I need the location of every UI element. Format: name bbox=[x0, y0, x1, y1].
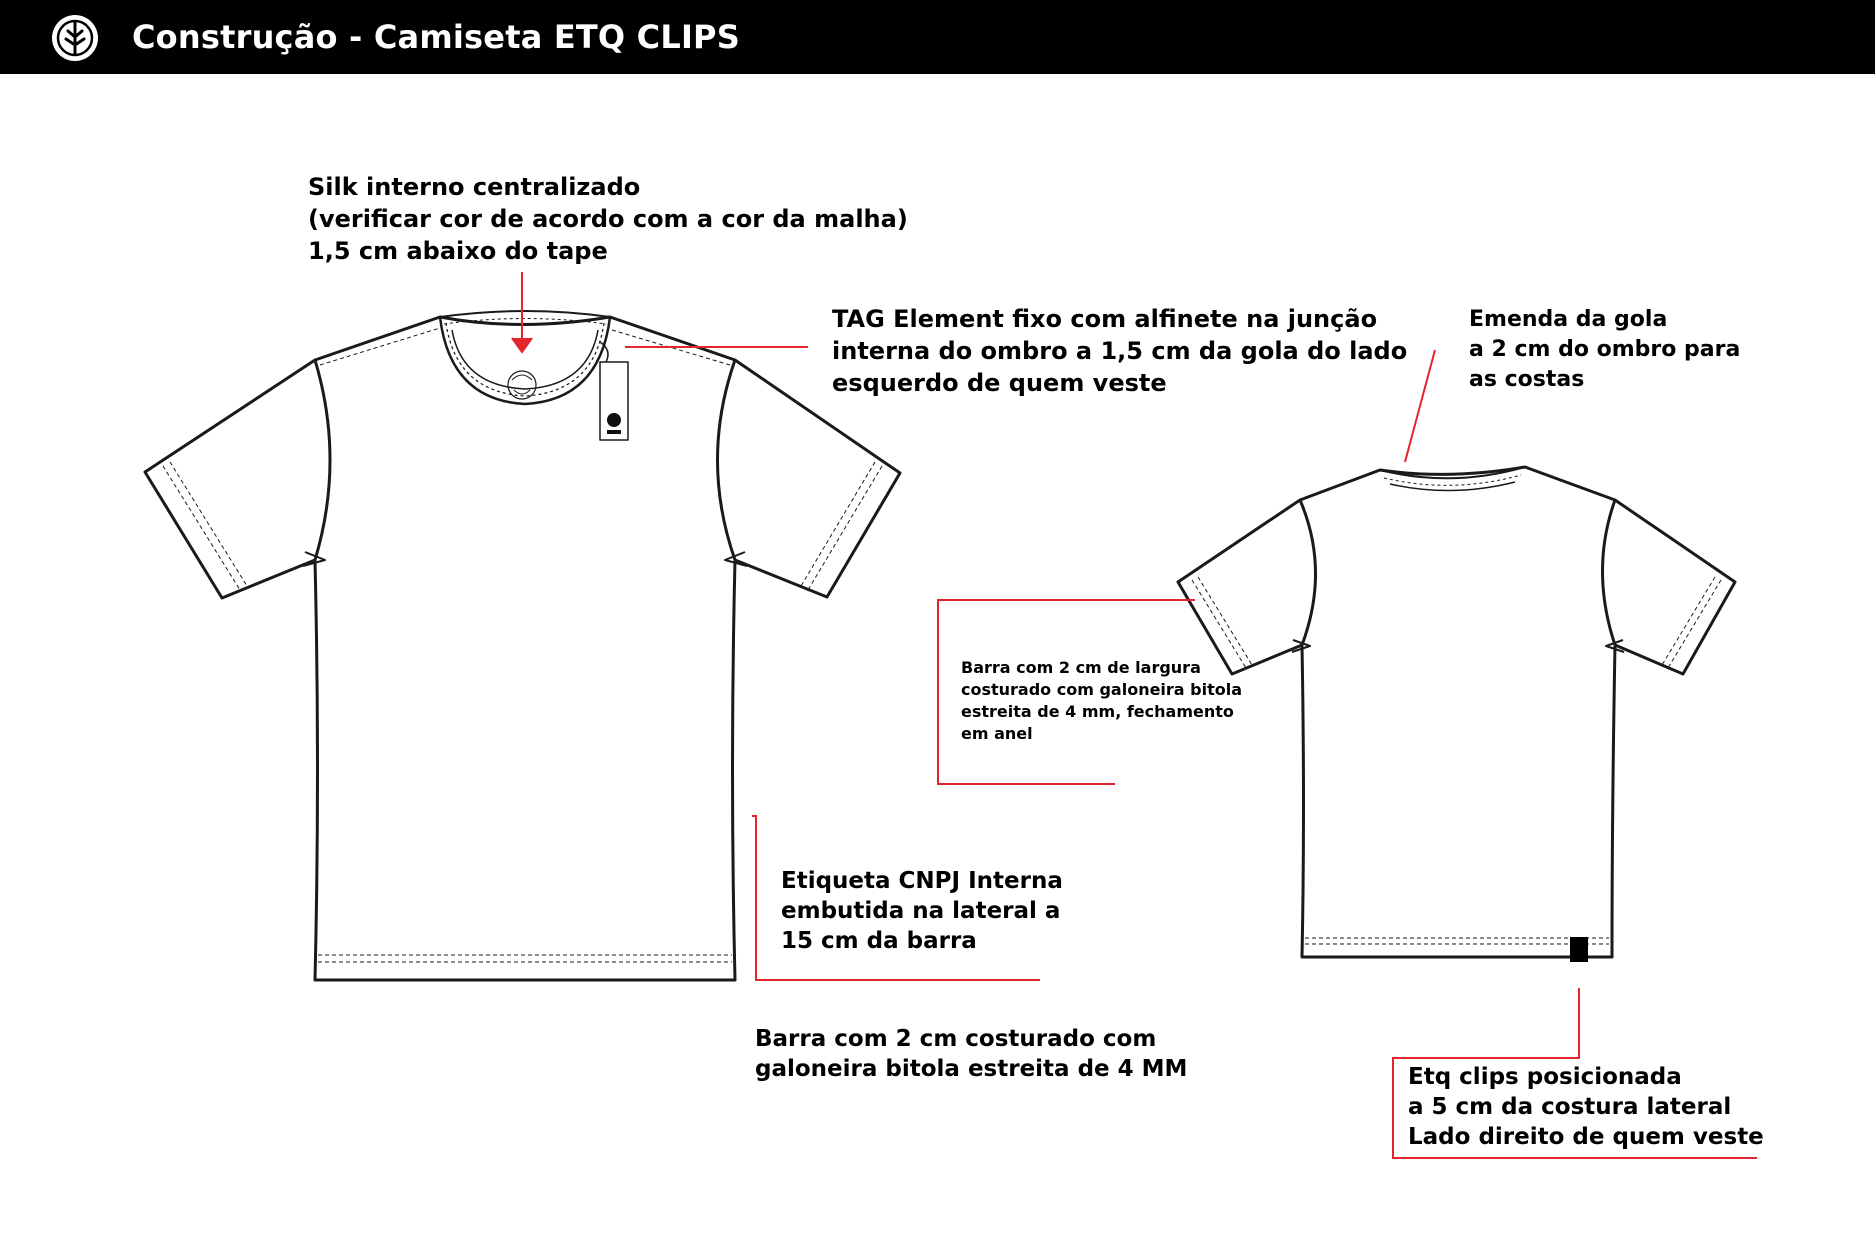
tag-line-3: esquerdo de quem veste bbox=[832, 369, 1167, 397]
silk-line-2: (verificar cor de acordo com a cor da ma… bbox=[308, 205, 908, 233]
body-hem-line-2: galoneira bitola estreita de 4 MM bbox=[755, 1056, 1188, 1082]
body-hem-annotation: Barra com 2 cm costurado com galoneira b… bbox=[755, 1024, 1187, 1084]
silk-line-1: Silk interno centralizado bbox=[308, 173, 641, 201]
cnpj-line-1: Etiqueta CNPJ Interna bbox=[781, 868, 1063, 894]
silk-line-3: 1,5 cm abaixo do tape bbox=[308, 237, 608, 265]
back-tshirt bbox=[1176, 465, 1737, 959]
sleeve-hem-line-1: Barra com 2 cm de largura bbox=[961, 658, 1201, 677]
cnpj-line-3: 15 cm da barra bbox=[781, 928, 977, 954]
collar-seam-line-1: Emenda da gola bbox=[1469, 307, 1668, 332]
clips-line-3: Lado direito de quem veste bbox=[1408, 1124, 1764, 1150]
collar-seam-line-3: as costas bbox=[1469, 367, 1585, 392]
front-tshirt bbox=[143, 310, 902, 982]
element-tree-logo-icon bbox=[52, 15, 98, 61]
clips-line-1: Etq clips posicionada bbox=[1408, 1064, 1682, 1090]
sleeve-hem-line-4: em anel bbox=[961, 724, 1033, 743]
annotation-lines bbox=[511, 272, 1757, 1159]
cnpj-line-2: embutida na lateral a bbox=[781, 898, 1061, 924]
hang-tag-icon bbox=[599, 341, 629, 441]
tag-line-1: TAG Element fixo com alfinete na junção bbox=[832, 305, 1378, 333]
clips-label-annotation: Etq clips posicionada a 5 cm da costura … bbox=[1408, 1062, 1764, 1152]
sleeve-hem-annotation: Barra com 2 cm de largura costurado com … bbox=[961, 657, 1242, 745]
silk-annotation: Silk interno centralizado (verificar cor… bbox=[308, 171, 908, 267]
cnpj-label-annotation: Etiqueta CNPJ Interna embutida na latera… bbox=[781, 866, 1063, 956]
clips-line-2: a 5 cm da costura lateral bbox=[1408, 1094, 1732, 1120]
sleeve-hem-line-2: costurado com galoneira bitola bbox=[961, 680, 1243, 699]
sleeve-hem-line-3: estreita de 4 mm, fechamento bbox=[961, 702, 1234, 721]
body-hem-line-1: Barra com 2 cm costurado com bbox=[755, 1026, 1157, 1052]
tag-annotation: TAG Element fixo com alfinete na junção … bbox=[832, 303, 1407, 399]
collar-seam-annotation: Emenda da gola a 2 cm do ombro para as c… bbox=[1469, 305, 1740, 395]
collar-seam-line-2: a 2 cm do ombro para bbox=[1469, 337, 1741, 362]
header-bar: Construção - Camiseta ETQ CLIPS bbox=[0, 0, 1875, 74]
clip-label-icon bbox=[1570, 937, 1588, 962]
tag-line-2: interna do ombro a 1,5 cm da gola do lad… bbox=[832, 337, 1408, 365]
page-title: Construção - Camiseta ETQ CLIPS bbox=[132, 18, 740, 56]
